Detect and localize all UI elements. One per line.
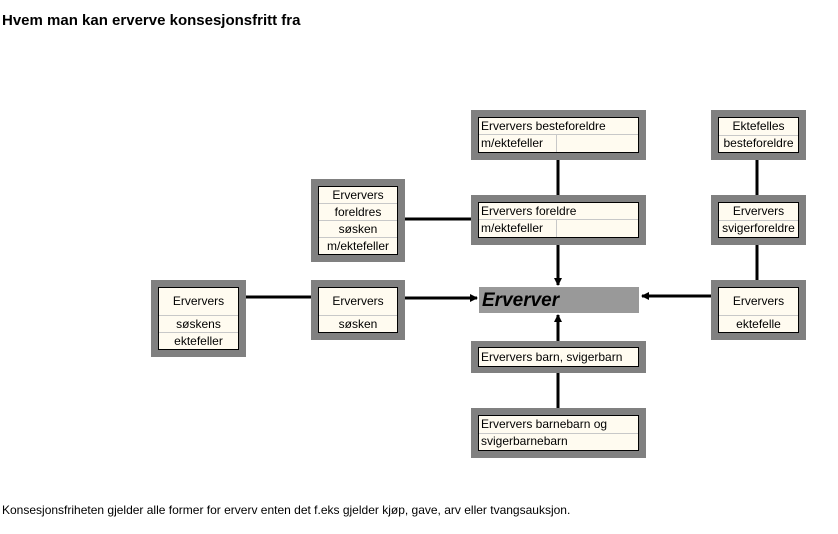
box-text: ektefeller <box>174 333 223 348</box>
box-besteforeldre: Erververs besteforeldre m/ektefeller <box>471 110 646 160</box>
box-barn: Erververs barn, svigerbarn <box>471 341 646 373</box>
box-text: Erververs barnebarn og <box>479 416 638 434</box>
box-text: Ektefelles <box>719 118 798 136</box>
box-text: Erververs <box>159 288 238 317</box>
box-sosken: Erververs søsken <box>311 280 405 340</box>
box-text: svigerbarnebarn <box>481 434 568 449</box>
box-text: m/ektefeller <box>326 238 390 253</box>
box-foreldres-sosken: Erververs foreldres søsken m/ektefeller <box>311 179 405 262</box>
box-ektefelles-besteforeldre: Ektefelles besteforeldre <box>711 110 806 160</box>
box-ektefelle: Erververs ektefelle <box>711 280 806 340</box>
box-barnebarn: Erververs barnebarn og svigerbarnebarn <box>471 408 646 458</box>
box-text: ektefelle <box>736 316 781 331</box>
box-text: søskens <box>159 316 238 334</box>
box-text: m/ektefeller <box>481 135 557 152</box>
box-text: søsken <box>319 221 397 238</box>
page-title: Hvem man kan erverve konsesjonsfritt fra <box>2 12 301 29</box>
box-text: Erververs foreldre <box>479 203 638 220</box>
box-text: svigerforeldre <box>722 221 795 236</box>
box-text: Erververs <box>719 288 798 317</box>
box-svigerforeldre: Erververs svigerforeldre <box>711 195 806 245</box>
box-text: foreldres <box>319 204 397 221</box>
box-text: Erververs <box>719 203 798 221</box>
box-text: besteforeldre <box>723 136 794 151</box>
box-soskens-ektefeller: Erververs søskens ektefeller <box>151 280 246 357</box>
box-text: Erververs <box>319 288 397 317</box>
box-text: Erververs <box>319 187 397 204</box>
box-text: m/ektefeller <box>481 220 557 237</box>
footer-note: Konsesjonsfriheten gjelder alle former f… <box>2 503 571 517</box>
erverver-box: Erverver <box>479 287 639 313</box>
box-foreldre: Erververs foreldre m/ektefeller <box>471 195 646 245</box>
box-text: søsken <box>338 316 378 331</box>
box-text: Erververs barn, svigerbarn <box>481 349 623 364</box>
box-text: Erververs besteforeldre <box>479 118 638 135</box>
